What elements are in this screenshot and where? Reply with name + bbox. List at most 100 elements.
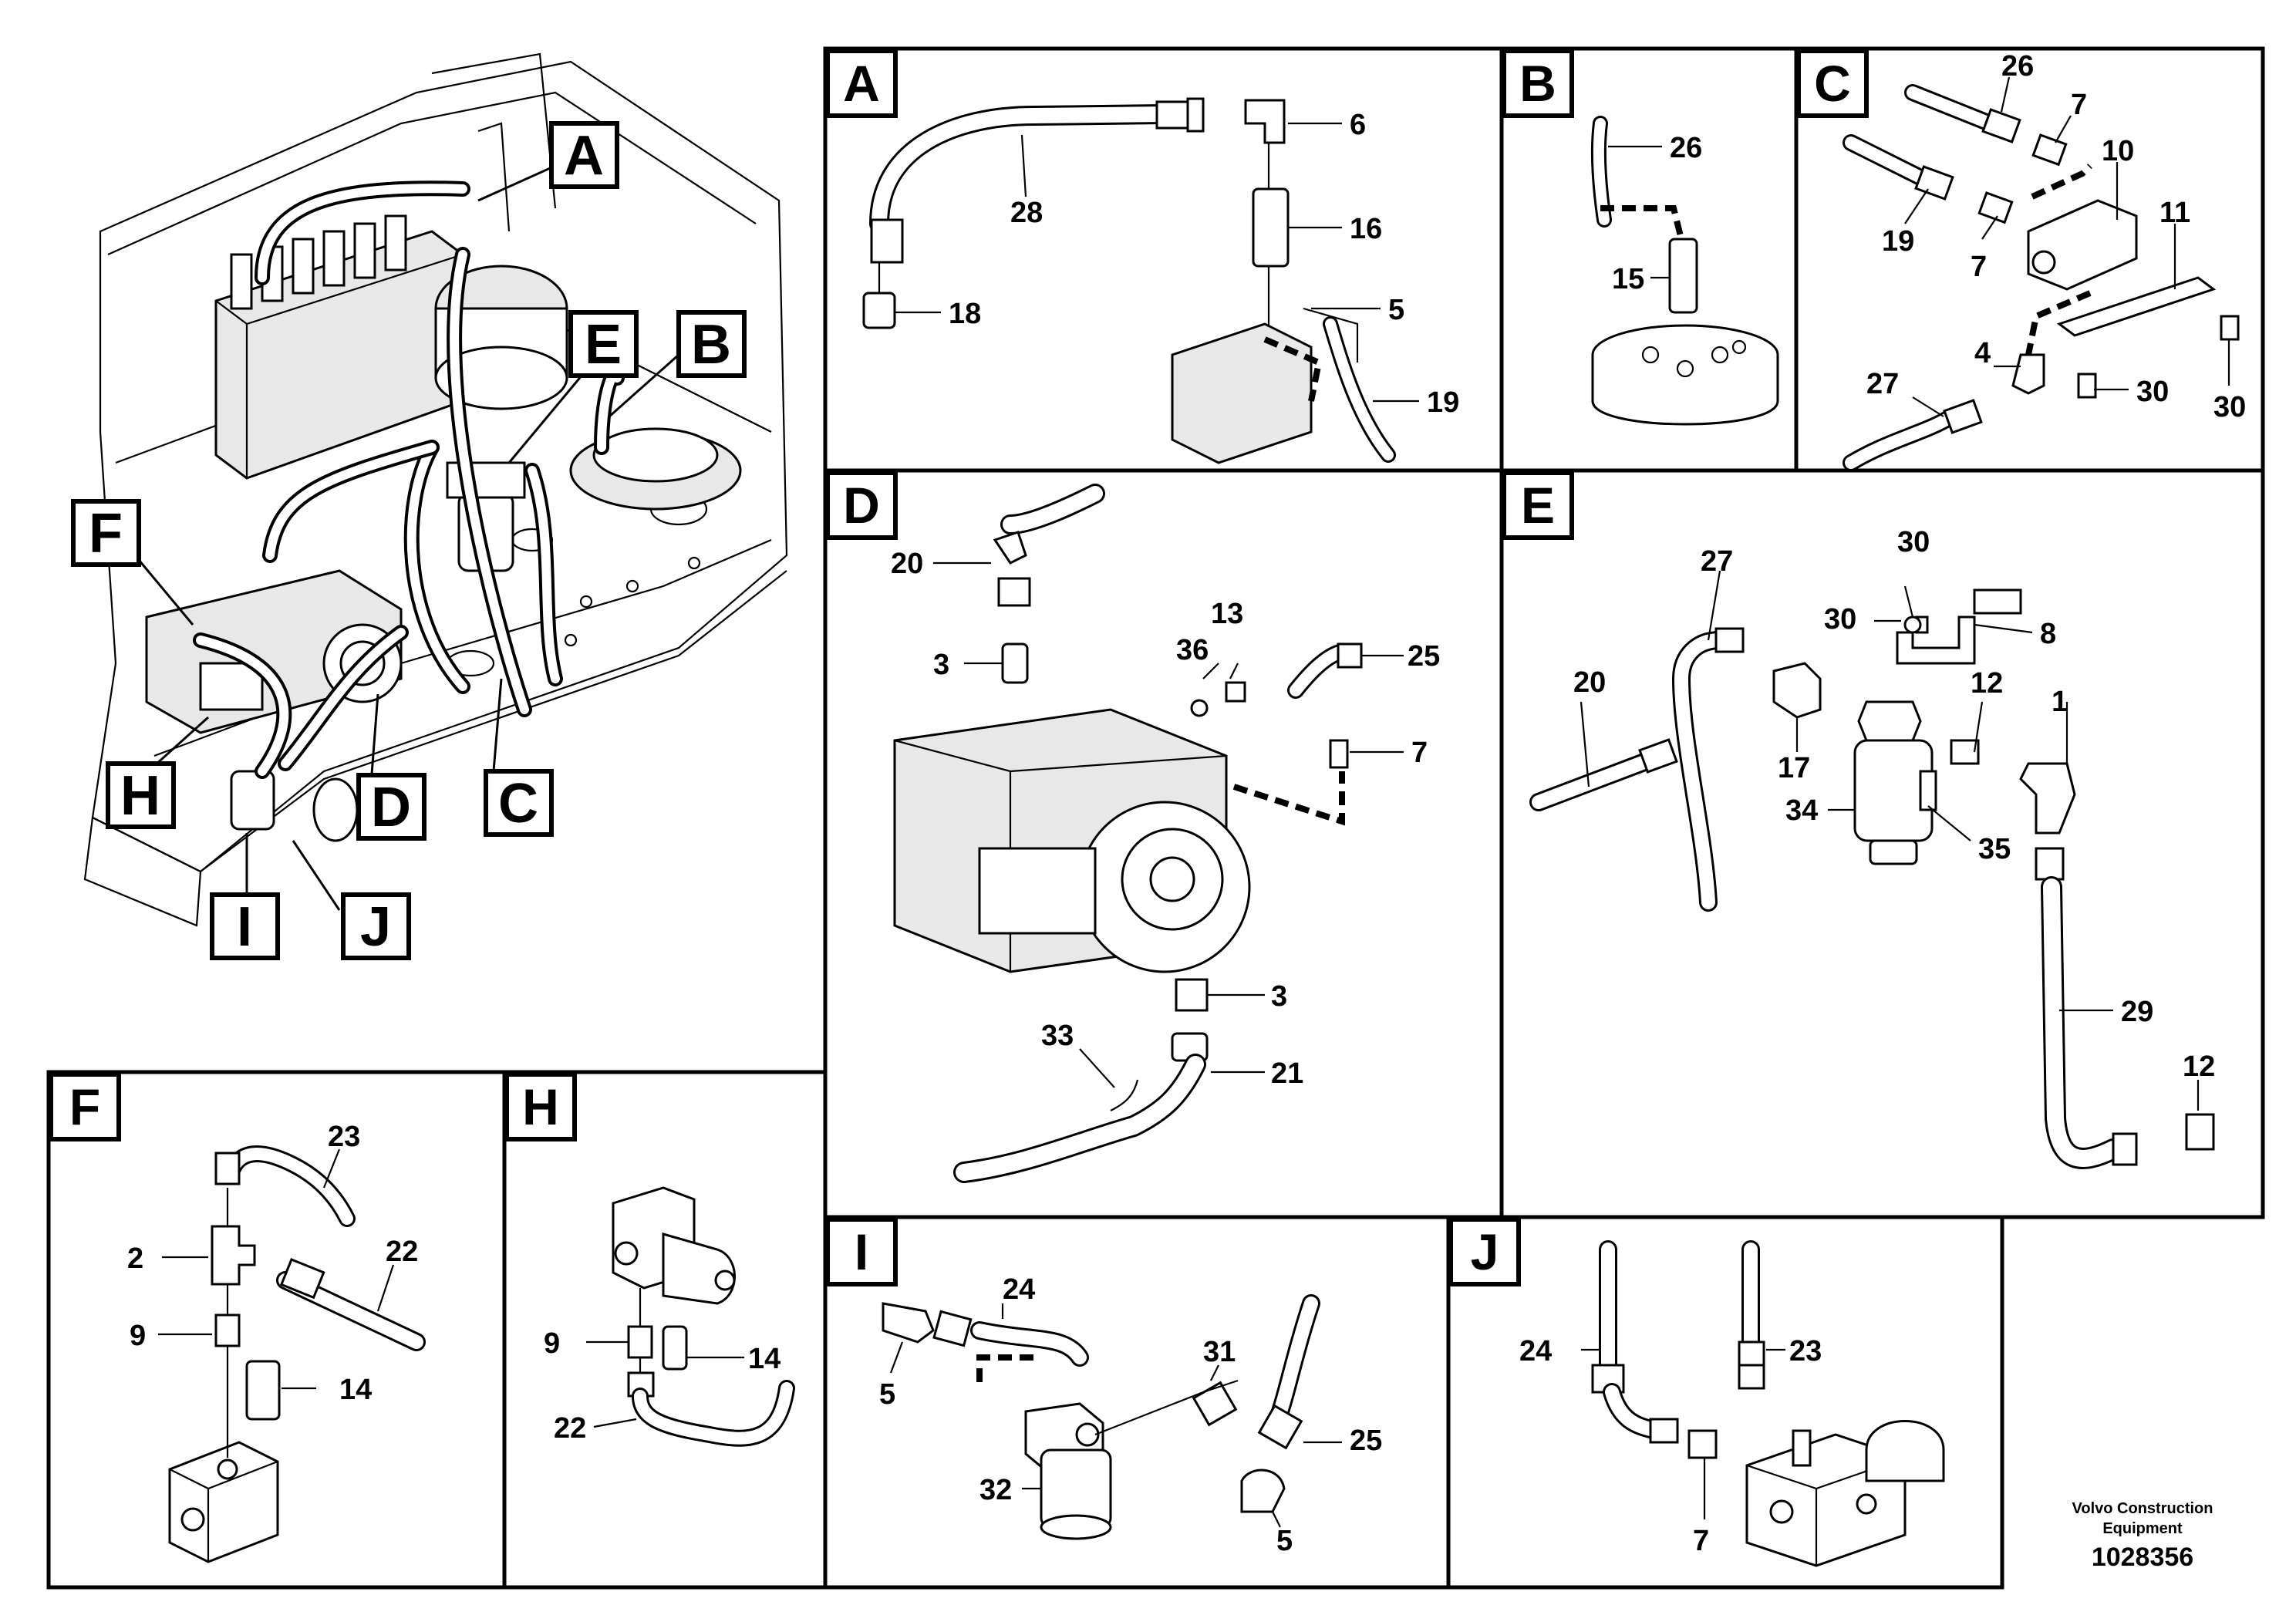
panel-D-illustration — [893, 484, 1404, 1183]
part-number-label-E-10: 29 — [2121, 996, 2153, 1028]
part-number-label-E-6: 1 — [2052, 686, 2068, 718]
part-number-label-E-9: 35 — [1978, 833, 2011, 865]
panel-E-labels: 27 30 30 8 20 12 1 17 34 35 29 12 — [1573, 526, 2215, 1083]
part-number-label-A-2: 16 — [1350, 213, 1382, 245]
part-number-label-J-0: 24 — [1519, 1335, 1552, 1367]
drawing-number: 1028356 — [2092, 1543, 2193, 1572]
panel-label-A: A — [825, 49, 898, 118]
panel-label-I: I — [825, 1217, 898, 1286]
part-number-label-I-3: 25 — [1350, 1425, 1382, 1457]
callout-F: F — [71, 499, 141, 567]
part-number-label-F-1: 22 — [386, 1236, 418, 1268]
part-number-label-C-9: 30 — [2213, 391, 2246, 423]
panel-label-E: E — [1502, 470, 1574, 540]
callout-D: D — [356, 773, 426, 841]
callout-letter: A — [564, 125, 604, 187]
part-number-label-I-4: 32 — [979, 1474, 1012, 1506]
part-number-label-I-0: 24 — [1003, 1273, 1035, 1306]
part-number-label-I-2: 31 — [1203, 1336, 1236, 1368]
part-number-label-F-2: 2 — [127, 1243, 143, 1275]
part-number-label-C-8: 30 — [2136, 376, 2169, 408]
part-number-label-A-0: 6 — [1350, 109, 1366, 141]
panel-H-illustration — [586, 1186, 795, 1447]
panel-letter-C: C — [1814, 55, 1851, 112]
panel-label-C: C — [1796, 49, 1869, 118]
part-number-label-C-1: 7 — [2071, 89, 2087, 121]
part-number-label-E-0: 27 — [1701, 545, 1733, 578]
panel-A-labels: 6 28 16 18 5 19 — [949, 109, 1459, 419]
part-number-label-J-1: 23 — [1789, 1335, 1822, 1367]
callout-letter: C — [498, 773, 538, 835]
panel-C-labels: 26 7 10 19 7 11 4 27 30 30 — [1866, 50, 2246, 423]
part-number-label-E-7: 17 — [1778, 752, 1810, 784]
part-number-label-E-8: 34 — [1785, 794, 1818, 827]
part-number-label-C-5: 11 — [2159, 197, 2190, 229]
part-number-label-C-6: 4 — [1974, 337, 1991, 369]
part-number-label-J-2: 7 — [1693, 1525, 1709, 1557]
panel-J-labels: 24 23 7 — [1519, 1335, 1822, 1557]
panel-letter-A: A — [843, 55, 880, 112]
publisher-line-2: Equipment — [2102, 1520, 2183, 1537]
part-number-label-E-1: 30 — [1897, 526, 1930, 558]
callout-letter: I — [237, 896, 252, 958]
callout-E: E — [568, 310, 639, 378]
part-number-label-F-3: 9 — [130, 1320, 146, 1352]
callout-A: A — [549, 121, 619, 189]
panel-label-H: H — [504, 1072, 577, 1141]
panel-A-illustration — [862, 97, 1419, 464]
part-number-label-C-0: 26 — [2001, 50, 2034, 83]
panel-H-labels: 9 14 22 — [544, 1327, 781, 1445]
part-number-label-C-3: 19 — [1882, 225, 1914, 258]
part-number-label-C-4: 7 — [1971, 251, 1987, 283]
panel-D-labels: 20 13 36 25 3 7 3 33 21 — [891, 548, 1440, 1090]
panel-letter-F: F — [69, 1078, 100, 1135]
overview-illustration — [83, 52, 788, 927]
part-number-label-B-0: 26 — [1670, 132, 1702, 164]
panel-J-illustration — [1581, 1240, 1945, 1567]
callout-I: I — [210, 892, 280, 960]
part-number-label-D-5: 7 — [1411, 737, 1428, 769]
part-number-label-D-6: 3 — [1271, 980, 1287, 1013]
publisher-block: Volvo Construction Equipment 1028356 — [2072, 1500, 2213, 1572]
callout-letter: B — [691, 314, 731, 376]
part-number-label-E-4: 20 — [1573, 666, 1606, 699]
panel-F-labels: 23 22 2 9 14 — [127, 1121, 418, 1406]
panel-C-illustration — [1843, 76, 2240, 471]
callout-H: H — [106, 761, 176, 829]
part-number-label-E-5: 12 — [1971, 667, 2003, 700]
callout-letter: E — [585, 314, 622, 376]
part-number-label-D-1: 13 — [1211, 598, 1243, 630]
part-number-label-A-1: 28 — [1010, 197, 1043, 229]
part-number-label-E-3: 8 — [2040, 618, 2056, 650]
panel-letter-D: D — [843, 477, 880, 534]
part-number-label-D-2: 36 — [1176, 634, 1209, 666]
part-number-label-F-4: 14 — [339, 1374, 372, 1406]
part-number-label-H-2: 22 — [554, 1412, 586, 1445]
part-number-label-D-3: 25 — [1408, 640, 1440, 673]
panel-I-labels: 24 5 31 25 32 5 — [879, 1273, 1382, 1557]
publisher-line-1: Volvo Construction — [2072, 1500, 2213, 1517]
part-number-label-A-5: 19 — [1427, 386, 1459, 419]
panel-letter-J: J — [1471, 1223, 1499, 1280]
part-number-label-D-0: 20 — [891, 548, 923, 580]
part-number-label-C-7: 27 — [1866, 368, 1899, 400]
panel-label-F: F — [49, 1072, 121, 1141]
callout-letter: F — [89, 503, 123, 565]
panel-E-illustration — [1529, 570, 2215, 1169]
panel-B-labels: 26 15 — [1612, 132, 1702, 295]
part-number-label-E-11: 12 — [2183, 1050, 2215, 1083]
panel-label-D: D — [825, 470, 898, 540]
part-number-label-A-3: 18 — [949, 298, 981, 330]
callout-B: B — [676, 310, 747, 378]
part-number-label-C-2: 10 — [2102, 135, 2134, 167]
panel-label-B: B — [1502, 49, 1574, 118]
part-number-label-H-0: 9 — [544, 1327, 560, 1360]
callout-letter: D — [371, 777, 411, 838]
panel-letter-E: E — [1521, 477, 1555, 534]
part-number-label-I-5: 5 — [1276, 1525, 1293, 1557]
part-number-label-E-2: 30 — [1824, 603, 1856, 636]
part-number-label-H-1: 14 — [748, 1343, 781, 1375]
callout-J: J — [341, 892, 411, 960]
part-number-label-D-8: 21 — [1271, 1057, 1303, 1090]
